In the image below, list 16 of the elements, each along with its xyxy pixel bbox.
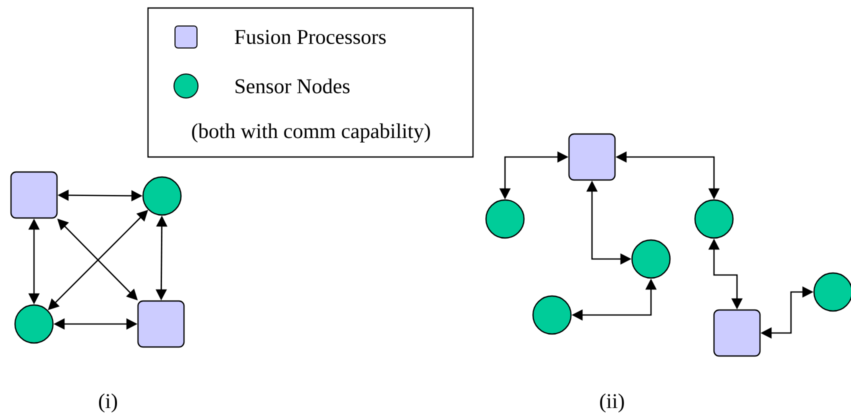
- sensor-node-circle: [142, 176, 182, 216]
- fusion-processor-box: [10, 171, 58, 219]
- sensor-node-circle: [631, 239, 671, 279]
- sensor-node-circle: [485, 199, 525, 239]
- sensor-node-circle: [14, 304, 54, 344]
- fusion-processor-box: [568, 133, 616, 181]
- fusion-processor-box: [137, 300, 185, 348]
- sensor-node-circle: [813, 272, 851, 312]
- sensor-node-circle: [532, 295, 572, 335]
- sensor-node-circle: [694, 199, 734, 239]
- panel-label: (i): [99, 393, 117, 412]
- legend-text: Fusion Processors: [234, 30, 386, 44]
- legend-note: (both with comm capability): [192, 123, 430, 143]
- panel-label: (ii): [600, 393, 624, 412]
- legend-text: Sensor Nodes: [236, 78, 350, 94]
- fusion-processor-box: [713, 309, 761, 357]
